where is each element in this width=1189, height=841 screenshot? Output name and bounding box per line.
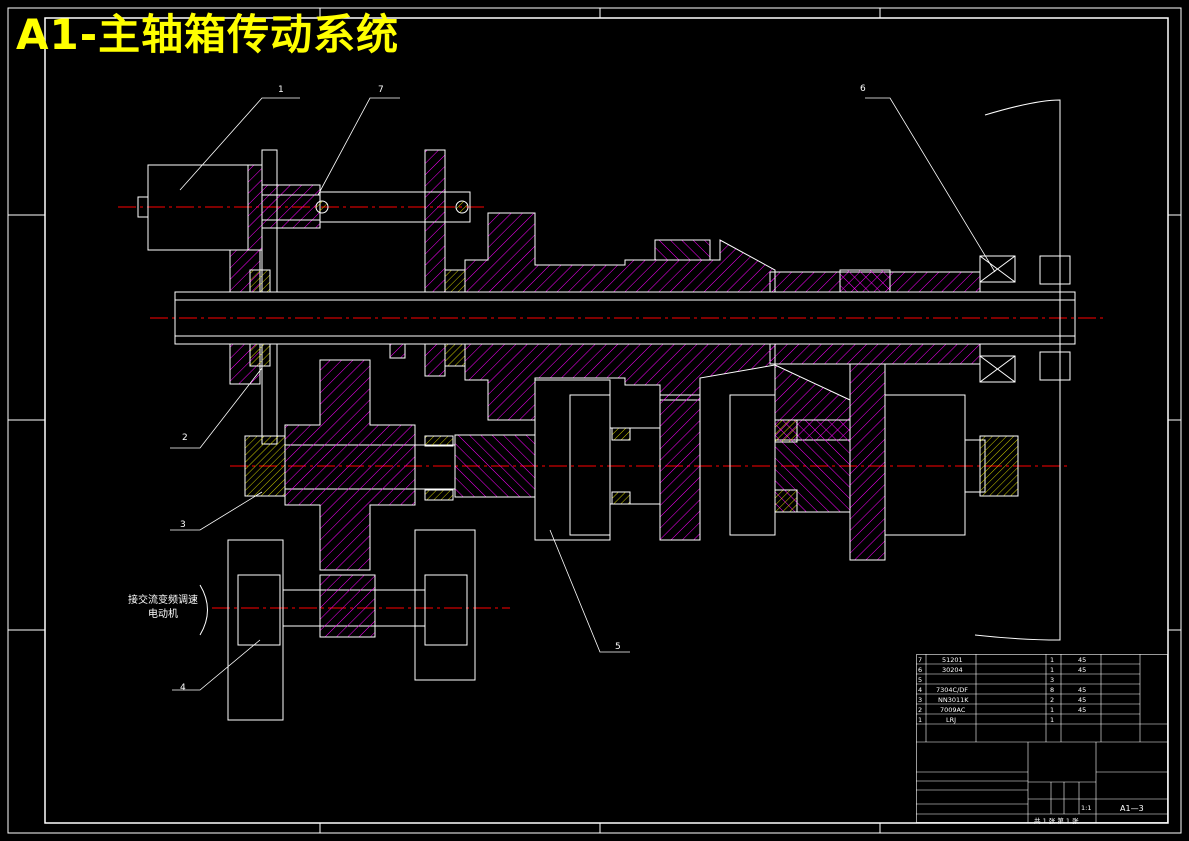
part-row-material: 45 <box>1078 666 1087 674</box>
part-row-code: NN3011K <box>938 696 969 704</box>
callout-4: 4 <box>180 683 186 693</box>
part-row-material: 45 <box>1078 696 1087 704</box>
part-row-qty: 1 <box>1050 706 1055 714</box>
callout-1: 1 <box>278 85 284 95</box>
part-row-no: 7 <box>918 656 923 664</box>
part-row-material: 45 <box>1078 656 1087 664</box>
drawing-frame <box>7 7 1182 834</box>
part-row-qty: 1 <box>1050 666 1055 674</box>
motor-label-line1: 接交流变频调速 <box>128 595 198 606</box>
part-row-no: 1 <box>918 716 923 724</box>
title-block: 7 51201 1 45 6 30204 1 45 5 3 4 7304C/DF… <box>916 654 1168 825</box>
part-row-no: 5 <box>918 676 923 684</box>
drawing-number: A1—3 <box>1120 804 1144 813</box>
intermediate-shaft <box>244 359 1019 571</box>
part-row-code: 30204 <box>942 666 963 674</box>
part-row-qty: 1 <box>1050 716 1055 724</box>
callout-3: 3 <box>180 520 186 530</box>
callout-6: 6 <box>860 84 866 94</box>
flange-gear <box>424 149 466 377</box>
part-row-no: 6 <box>918 666 923 674</box>
part-row-no: 4 <box>918 686 923 694</box>
part-row-no: 3 <box>918 696 923 704</box>
part-row-qty: 2 <box>1050 696 1055 704</box>
part-row-material: 45 <box>1078 706 1087 714</box>
part-row-code: 7009AC <box>940 706 966 714</box>
part-row-no: 2 <box>918 706 923 714</box>
part-row-code: 51201 <box>942 656 963 664</box>
part-row-code: LRJ <box>946 716 957 724</box>
part-row-qty: 3 <box>1050 676 1055 684</box>
part-row-qty: 1 <box>1050 656 1055 664</box>
callout-5: 5 <box>615 642 621 652</box>
leader-lines <box>170 97 996 691</box>
motor-shaft <box>199 529 476 721</box>
part-row-material: 45 <box>1078 686 1087 694</box>
callout-7: 7 <box>378 85 384 95</box>
callout-2: 2 <box>182 433 188 443</box>
spindle-gear-housing <box>464 212 891 561</box>
top-motor-housing <box>137 149 471 293</box>
right-housing-wall <box>974 99 1061 641</box>
motor-label: 接交流变频调速 电动机 <box>118 594 208 622</box>
motor-label-line2: 电动机 <box>148 609 178 620</box>
drawing-title: A1-主轴箱传动系统 <box>16 10 400 59</box>
part-row-code: 7304C/DF <box>936 686 969 694</box>
left-bearing-block <box>229 343 406 445</box>
part-row-qty: 8 <box>1050 686 1055 694</box>
title-block-grid <box>916 654 1168 823</box>
sheet-info: 共 1 张 第 1 张 <box>1034 817 1079 825</box>
scale-value: 1:1 <box>1081 804 1092 812</box>
